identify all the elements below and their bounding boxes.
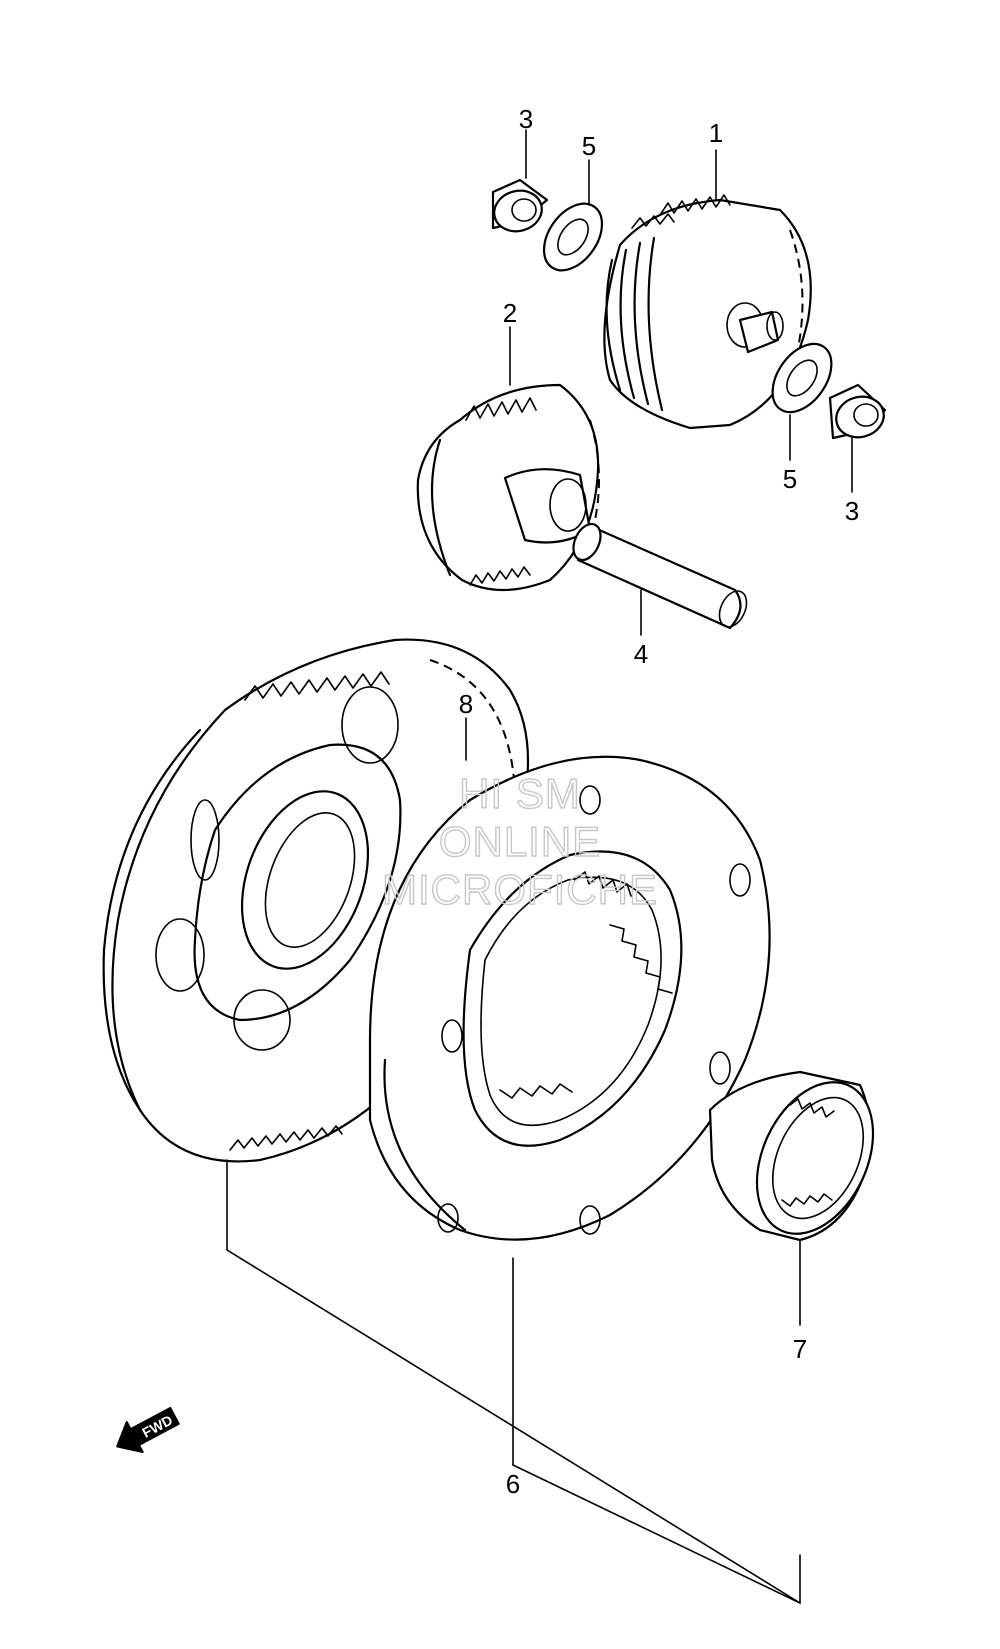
- watermark-line-1: HI SM: [459, 770, 581, 817]
- clutch-gear-part-1[interactable]: [603, 194, 812, 430]
- callout-8: 8: [459, 689, 473, 719]
- washer-right-part-5[interactable]: [761, 333, 844, 423]
- callout-5-right: 5: [783, 464, 797, 494]
- callout-2: 2: [503, 298, 517, 328]
- watermark-line-2: ONLINE: [439, 818, 601, 865]
- callout-5-top: 5: [582, 131, 596, 161]
- callouts: 3 5 1 2 5 3 4 8 6 7: [459, 104, 859, 1499]
- clutch-housing-part-6[interactable]: [368, 755, 771, 1241]
- callout-1: 1: [709, 118, 723, 148]
- bushing-right-part-3[interactable]: [828, 383, 888, 443]
- watermark: HI SM ONLINE MICROFICHE: [381, 769, 658, 913]
- callout-4: 4: [634, 639, 648, 669]
- leader-lines: [226, 129, 853, 1604]
- shaft-part-4[interactable]: [568, 520, 752, 632]
- idle-gear-part-2[interactable]: [416, 383, 600, 592]
- callout-7: 7: [793, 1334, 807, 1364]
- callout-3-right: 3: [845, 496, 859, 526]
- washer-top-part-5[interactable]: [532, 193, 614, 281]
- watermark-line-3: MICROFICHE: [382, 866, 658, 913]
- callout-6: 6: [506, 1469, 520, 1499]
- callout-3-top: 3: [519, 104, 533, 134]
- bushing-top-part-3[interactable]: [490, 178, 549, 237]
- fwd-arrow-icon: FWD: [116, 1406, 180, 1454]
- needle-bearing-part-7[interactable]: [708, 1064, 896, 1253]
